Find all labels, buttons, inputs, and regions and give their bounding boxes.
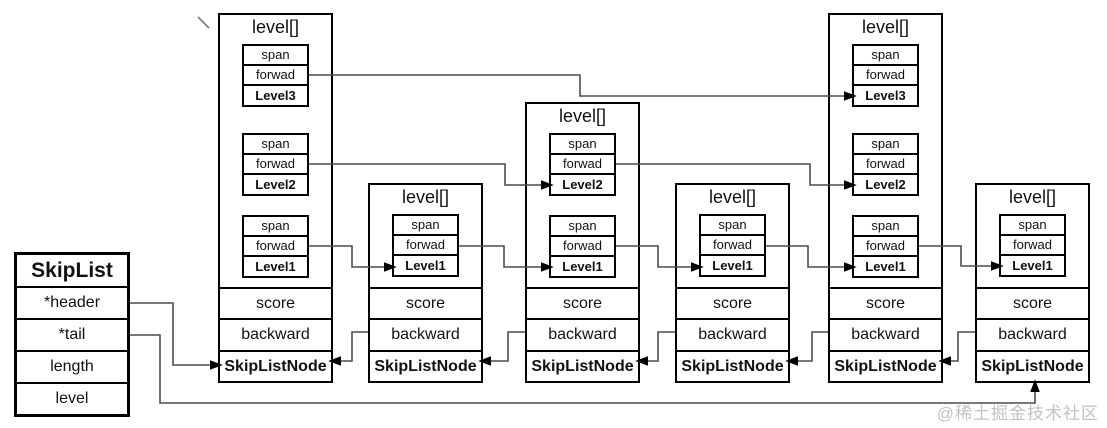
node6-level-array-label: level[] [1008, 187, 1057, 207]
node4-level-array-label: level[] [708, 187, 757, 207]
node5-footer-label: SkipListNode [830, 350, 941, 381]
skiplistnode-5: level[] span forwad Level3 span forwad L… [828, 13, 943, 383]
forward-cell: forwad [551, 235, 614, 255]
skiplist-title: SkipList [31, 259, 113, 282]
level-label-cell: Level1 [1001, 254, 1064, 275]
span-cell: span [1018, 217, 1047, 232]
level-label-cell: Level1 [701, 254, 764, 275]
node3-level-array-label: level[] [558, 106, 607, 126]
node3-footer-label: SkipListNode [527, 350, 638, 381]
forward-cell: forwad [394, 234, 457, 254]
arrow-node1-level2-forward-to-node3 [309, 163, 554, 190]
level-label-cell: Level3 [854, 84, 917, 105]
level-label-cell: Level1 [244, 255, 307, 276]
level-label-cell: Level3 [244, 84, 307, 105]
arrow-node6-backward-to-node5 [938, 331, 975, 366]
node1-footer-label: SkipListNode [220, 350, 331, 381]
skiplist-field-header: *header [17, 286, 127, 318]
forward-cell: forwad [1001, 234, 1064, 254]
node5-level-array-label: level[] [861, 17, 910, 37]
node6-score-row: score [977, 287, 1088, 318]
forward-cell: forwad [854, 235, 917, 255]
span-cell: span [261, 218, 290, 233]
node2-score-row: score [370, 287, 481, 318]
skiplistnode-3: level[] span forwad Level2 span forwad L… [525, 102, 640, 383]
node1-level1-group: span forwad Level1 [242, 215, 309, 278]
skiplistnode-1: level[] span forwad Level3 span forwad L… [218, 13, 333, 383]
arrow-node5-backward-to-node4 [785, 331, 828, 366]
span-cell: span [871, 136, 900, 151]
node5-score-row: score [830, 287, 941, 318]
level-label-cell: Level1 [854, 255, 917, 276]
tick-mark [197, 16, 210, 29]
node5-level1-group: span forwad Level1 [852, 215, 919, 278]
forward-cell: forwad [244, 235, 307, 255]
level-label-cell: Level2 [551, 173, 614, 194]
node1-level-array-label: level[] [251, 17, 300, 37]
forward-cell: forwad [244, 64, 307, 84]
skiplist-field-level: level [17, 382, 127, 414]
span-cell: span [568, 136, 597, 151]
skiplistnode-4: level[] span forwad Level1 score backwar… [675, 183, 790, 383]
node4-backward-row: backward [677, 318, 788, 350]
arrow-node1-level3-forward-to-node5 [309, 74, 857, 101]
node2-backward-row: backward [370, 318, 481, 350]
node2-level1-group: span forwad Level1 [392, 214, 459, 277]
forward-cell: forwad [701, 234, 764, 254]
node3-level1-group: span forwad Level1 [549, 215, 616, 278]
forward-cell: forwad [854, 64, 917, 84]
arrow-node2-backward-to-node1 [328, 331, 368, 366]
span-cell: span [718, 217, 747, 232]
node5-level3-group: span forwad Level3 [852, 44, 919, 107]
span-cell: span [261, 136, 290, 151]
node2-footer-label: SkipListNode [370, 350, 481, 381]
node5-backward-row: backward [830, 318, 941, 350]
span-cell: span [568, 218, 597, 233]
node6-level1-group: span forwad Level1 [999, 214, 1066, 277]
node6-footer-label: SkipListNode [977, 350, 1088, 381]
arrow-node3-level2-forward-to-node5 [616, 163, 857, 190]
level-label-cell: Level1 [394, 254, 457, 275]
node4-footer-label: SkipListNode [677, 350, 788, 381]
node1-score-row: score [220, 287, 331, 318]
node3-level2-group: span forwad Level2 [549, 133, 616, 196]
level-label-cell: Level2 [854, 173, 917, 194]
skiplistnode-2: level[] span forwad Level1 score backwar… [368, 183, 483, 383]
node1-level2-group: span forwad Level2 [242, 133, 309, 196]
node6-backward-row: backward [977, 318, 1088, 350]
forward-cell: forwad [244, 153, 307, 173]
node5-level2-group: span forwad Level2 [852, 133, 919, 196]
forward-cell: forwad [551, 153, 614, 173]
watermark-text: @稀土掘金技术社区 [936, 404, 1099, 423]
span-cell: span [261, 47, 290, 62]
span-cell: span [411, 217, 440, 232]
span-cell: span [871, 218, 900, 233]
span-cell: span [871, 47, 900, 62]
node3-score-row: score [527, 287, 638, 318]
skiplistnode-6: level[] span forwad Level1 score backwar… [975, 183, 1090, 383]
skiplist-field-length: length [17, 350, 127, 382]
node1-level3-group: span forwad Level3 [242, 44, 309, 107]
skiplist-field-tail: *tail [17, 318, 127, 350]
skiplist-struct-box: SkipList *header *tail length level [14, 252, 130, 417]
arrow-node4-backward-to-node3 [635, 331, 675, 366]
node3-backward-row: backward [527, 318, 638, 350]
arrow-header-to-node1 [130, 302, 223, 370]
forward-cell: forwad [854, 153, 917, 173]
node4-score-row: score [677, 287, 788, 318]
node1-backward-row: backward [220, 318, 331, 350]
level-label-cell: Level1 [551, 255, 614, 276]
node4-level1-group: span forwad Level1 [699, 214, 766, 277]
node2-level-array-label: level[] [401, 187, 450, 207]
arrow-node3-backward-to-node2 [478, 331, 525, 366]
level-label-cell: Level2 [244, 173, 307, 194]
